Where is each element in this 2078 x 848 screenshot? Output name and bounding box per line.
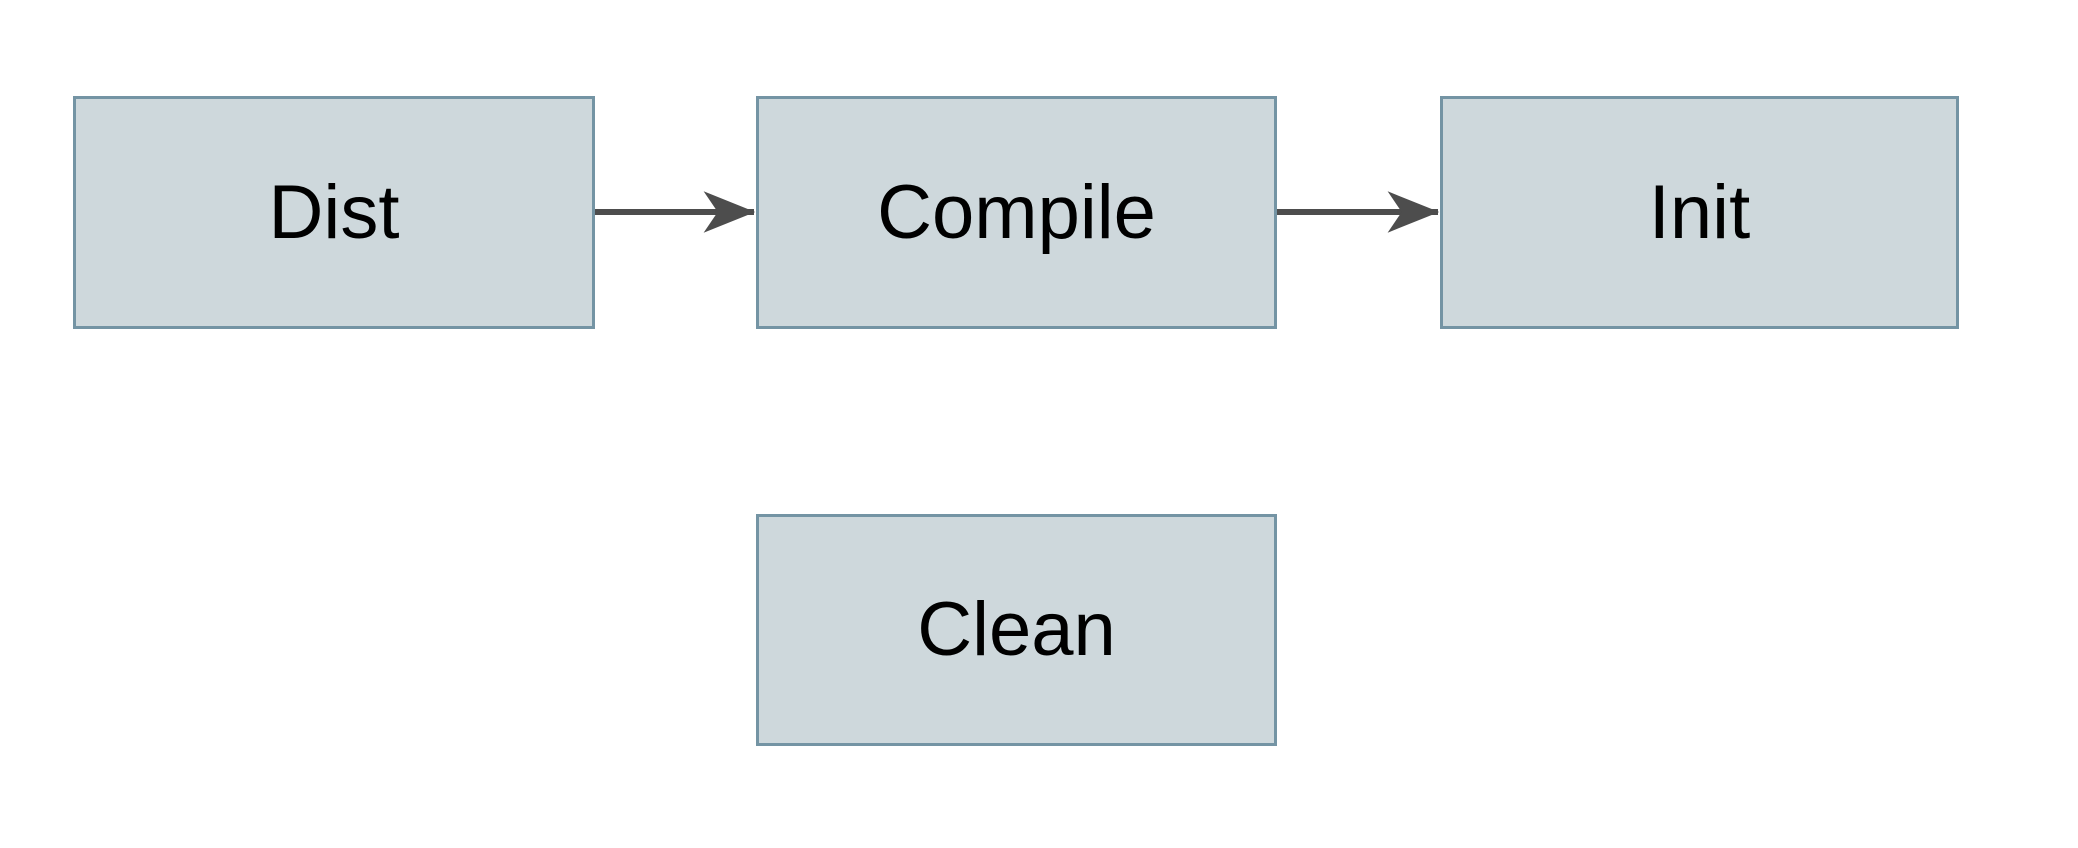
node-label-compile: Compile <box>877 169 1156 255</box>
node-clean[interactable]: Clean <box>756 514 1277 746</box>
node-label-clean: Clean <box>917 587 1116 672</box>
node-label-init: Init <box>1648 169 1751 255</box>
node-label-dist: Dist <box>268 169 400 255</box>
node-dist[interactable]: Dist <box>73 96 595 329</box>
node-init[interactable]: Init <box>1440 96 1959 329</box>
node-compile[interactable]: Compile <box>756 96 1277 329</box>
